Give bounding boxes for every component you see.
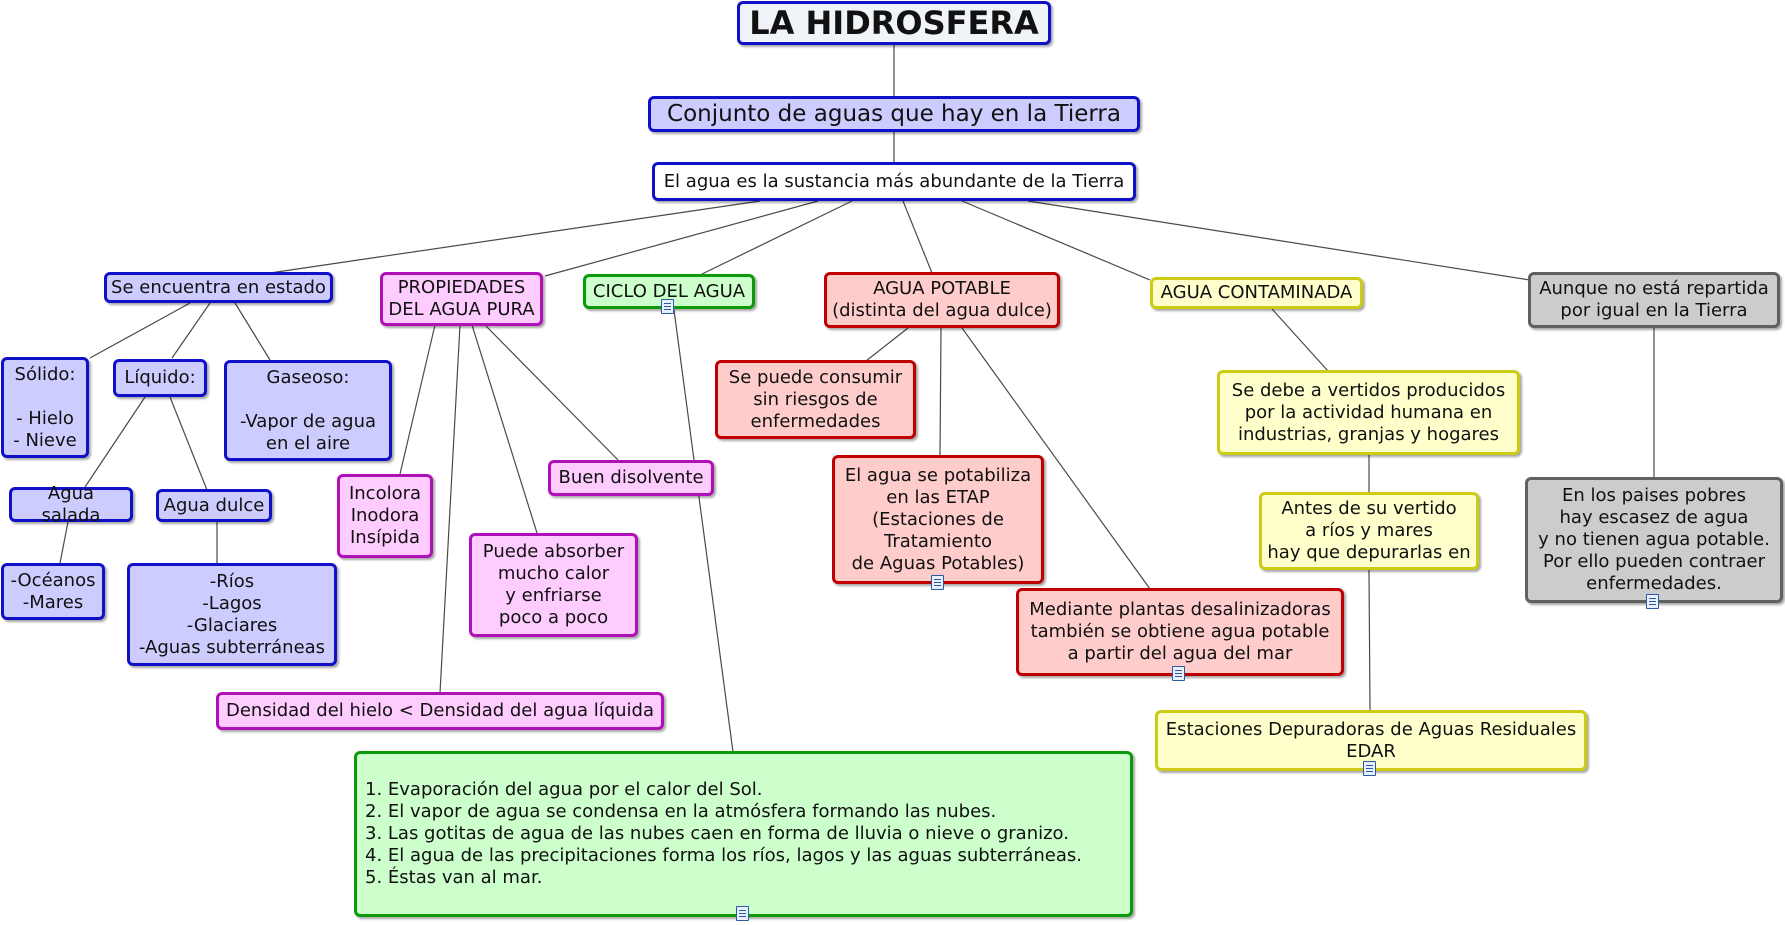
node-estado: Se encuentra en estado <box>104 272 333 303</box>
node-etap: El agua se potabiliza en las ETAP (Estac… <box>832 455 1044 584</box>
document-icon[interactable] <box>1172 666 1185 681</box>
node-edar: Estaciones Depuradoras de Aguas Residual… <box>1155 710 1587 771</box>
node-conjunto: Conjunto de aguas que hay en la Tierra <box>648 96 1140 132</box>
document-icon[interactable] <box>1363 761 1376 776</box>
document-icon[interactable] <box>661 299 674 314</box>
node-absorber: Puede absorber mucho calor y enfriarse p… <box>469 533 638 637</box>
node-agua-dulce: Agua dulce <box>156 489 272 522</box>
node-gaseoso: Gaseoso: -Vapor de agua en el aire <box>224 360 392 461</box>
node-densidad: Densidad del hielo < Densidad del agua l… <box>216 692 664 730</box>
node-sustancia: El agua es la sustancia más abundante de… <box>652 162 1136 201</box>
node-propiedades: PROPIEDADES DEL AGUA PURA <box>380 272 543 326</box>
node-disolvente: Buen disolvente <box>548 460 714 496</box>
node-ciclo-pasos: 1. Evaporación del agua por el calor del… <box>354 751 1133 917</box>
node-depurarlas: Antes de su vertido a ríos y mares hay q… <box>1259 492 1479 570</box>
node-consumir: Se puede consumir sin riesgos de enferme… <box>715 360 916 439</box>
document-icon[interactable] <box>931 575 944 590</box>
node-oceanos: -Océanos -Mares <box>1 563 105 620</box>
node-contaminada: AGUA CONTAMINADA <box>1150 277 1363 309</box>
node-vertidos: Se debe a vertidos producidos por la act… <box>1217 370 1520 455</box>
document-icon[interactable] <box>736 906 749 921</box>
document-icon[interactable] <box>1646 594 1659 609</box>
node-desalinizadoras: Mediante plantas desalinizadoras también… <box>1016 588 1344 676</box>
node-solido: Sólido: - Hielo - Nieve <box>1 357 89 458</box>
node-repartida: Aunque no está repartida por igual en la… <box>1528 272 1780 328</box>
node-rios: -Ríos -Lagos -Glaciares -Aguas subterrán… <box>127 563 337 666</box>
map-title: LA HIDROSFERA <box>737 1 1051 45</box>
node-potable: AGUA POTABLE (distinta del agua dulce) <box>824 272 1060 328</box>
node-escasez: En los paises pobres hay escasez de agua… <box>1525 477 1783 603</box>
node-incolora: Incolora Inodora Insípida <box>337 474 433 558</box>
node-liquido: Líquido: <box>113 359 207 397</box>
node-agua-salada: Agua salada <box>9 483 133 526</box>
